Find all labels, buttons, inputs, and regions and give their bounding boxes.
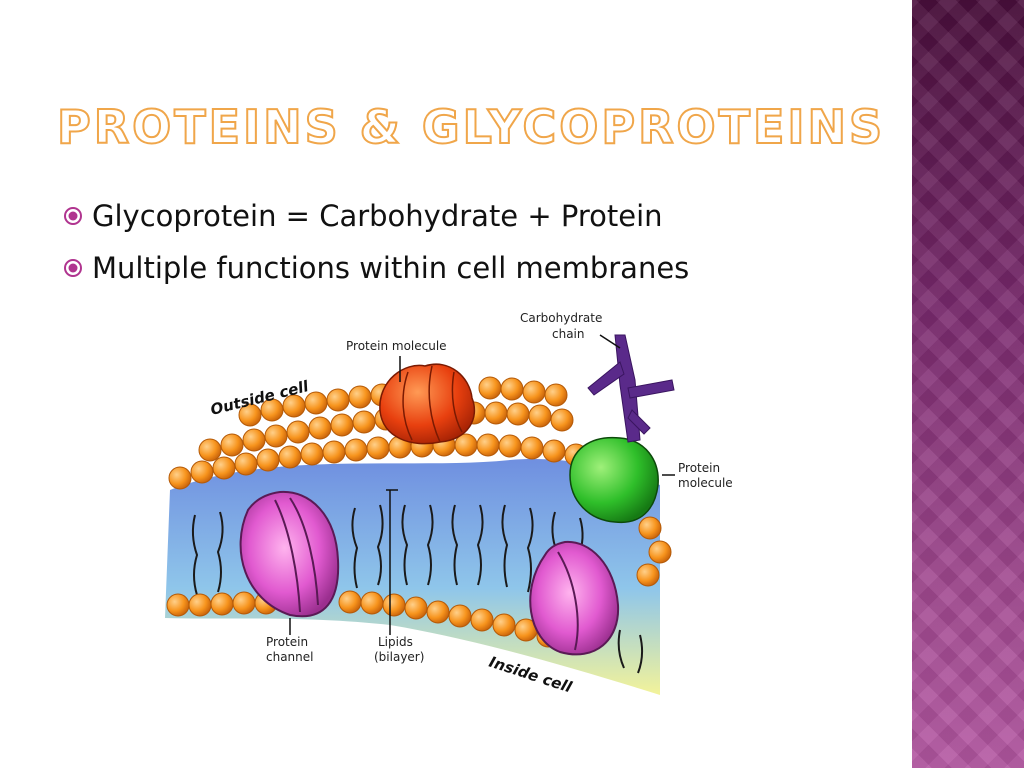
- lipid-tails: [191, 504, 644, 674]
- label-protein-right-1: Protein: [678, 461, 720, 475]
- protein-molecule-top: [379, 363, 476, 445]
- bullet-item: Glycoprotein = Carbohydrate + Protein: [62, 190, 689, 242]
- protein-channel: [239, 490, 340, 618]
- leader-lines: [289, 334, 675, 635]
- label-protein-channel-1: Protein: [266, 635, 308, 649]
- label-lipids-2: (bilayer): [374, 650, 424, 664]
- label-lipids-1: Lipids: [378, 635, 413, 649]
- bullet-list: Glycoprotein = Carbohydrate + Protein Mu…: [62, 190, 689, 294]
- slide-title: Proteins & Glycoproteins: [56, 100, 886, 154]
- bullet-circle-icon: [64, 259, 82, 277]
- decorative-side-band: [912, 0, 1024, 768]
- bullet-circle-icon: [64, 207, 82, 225]
- bullet-text: Glycoprotein = Carbohydrate + Protein: [92, 199, 663, 233]
- bullet-item: Multiple functions within cell membranes: [62, 242, 689, 294]
- label-carbohydrate-chain: chain: [552, 327, 585, 341]
- glycoprotein: [569, 436, 659, 524]
- cell-membrane-diagram: Outside cell Inside cell Protein molecul…: [165, 311, 733, 697]
- label-protein-channel-2: channel: [266, 650, 313, 664]
- label-protein-molecule-top: Protein molecule: [346, 339, 447, 353]
- integral-protein-bottom: [529, 540, 620, 656]
- label-protein-right-2: molecule: [678, 476, 733, 490]
- carbohydrate-chain: [587, 334, 675, 443]
- label-carbohydrate: Carbohydrate: [520, 311, 602, 325]
- bullet-text: Multiple functions within cell membranes: [92, 251, 690, 285]
